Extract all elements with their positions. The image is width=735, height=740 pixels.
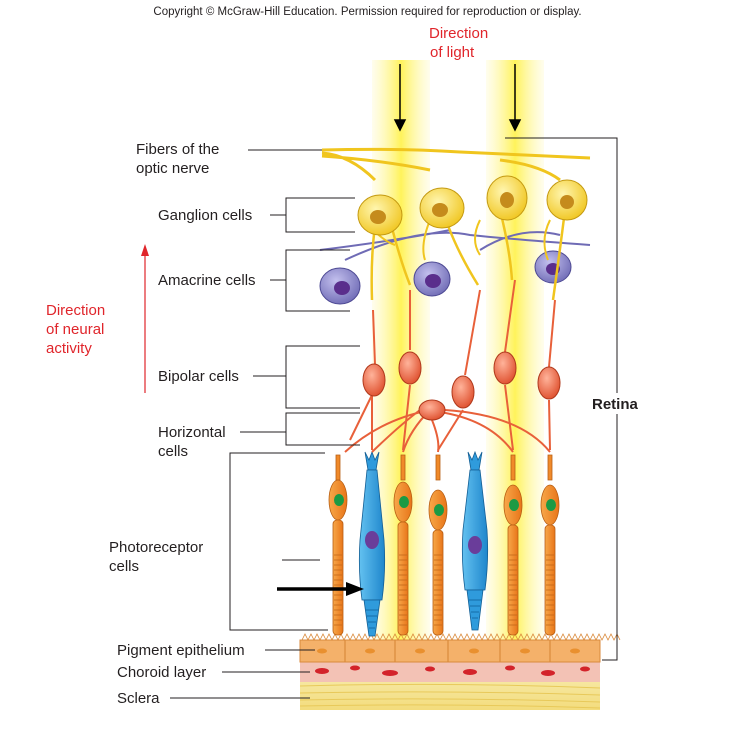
pigment-epithelium-label: Pigment epithelium [117,642,245,659]
amacrine-cells [319,229,591,305]
light-arrow-icon [393,64,522,132]
retina-label: Retina [592,396,638,413]
pointer-arrow-icon [277,582,364,596]
ganglion-cells-label: Ganglion cells [158,207,253,224]
cone-cells [358,450,489,637]
choroid-layer-label: Choroid layer [117,664,207,681]
bipolar-cells-label: Bipolar cells [158,368,239,385]
direction-neural-activity-label: Direction of neural activity [46,302,106,357]
leader-lines [170,137,618,699]
choroid-layer [300,660,600,682]
direction-of-light-label: Direction of light [429,25,489,61]
rod-cells [328,454,560,636]
fibers-optic-nerve-label: Fibers of the optic nerve [136,141,220,177]
neural-activity-arrow-icon [141,244,149,393]
horizontal-cells-label: Horizontal cells [158,424,226,460]
sclera-label: Sclera [117,690,160,707]
horizontal-cell [344,399,551,453]
pigment-epithelium-layer [299,639,601,663]
copyright-notice: Copyright © McGraw-Hill Education. Permi… [153,6,582,18]
photoreceptor-cells-label: Photoreceptor cells [109,539,204,575]
ganglion-cells [321,147,591,301]
amacrine-cells-label: Amacrine cells [158,272,256,289]
